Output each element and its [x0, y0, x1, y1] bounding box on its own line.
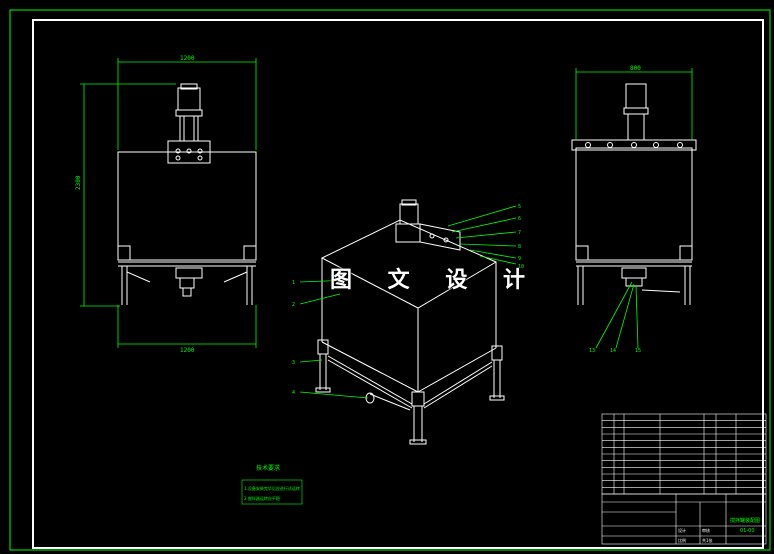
front-view [117, 83, 257, 305]
notes-line-2: 2.搅拌器运转应平稳 [244, 495, 280, 501]
title-scale: 比例 [678, 537, 686, 543]
title-sheet: 共1张 [702, 537, 713, 543]
outer-frame [9, 9, 771, 551]
title-designer: 设计 [678, 527, 686, 533]
iso-leader-9: 9 [518, 256, 521, 262]
side-view-dimensions [575, 68, 693, 349]
title-drawing-no: 01-00 [740, 528, 755, 534]
title-checker: 审核 [702, 527, 710, 533]
front-dim-left: 2300 [75, 175, 82, 190]
isometric-leaders [299, 205, 517, 399]
isometric-view [315, 199, 505, 445]
iso-leader-7: 7 [518, 230, 521, 236]
side-dim-top: 800 [630, 65, 641, 72]
front-dim-top: 1200 [180, 55, 195, 62]
notes-box [241, 479, 303, 505]
iso-leader-2: 2 [292, 302, 295, 308]
iso-leader-1: 1 [292, 280, 295, 286]
side-view [571, 83, 697, 305]
iso-leader-6: 6 [518, 216, 521, 222]
iso-leader-8: 8 [518, 244, 521, 250]
title-block [601, 493, 767, 545]
front-view-dimensions [80, 58, 257, 348]
inner-frame [32, 19, 764, 549]
notes-title: 技术要求 [256, 464, 280, 472]
notes-line-1: 1.设备安装完毕后应进行试运转 [244, 485, 300, 491]
front-dim-bottom: 1200 [180, 347, 195, 354]
iso-leader-3: 3 [292, 360, 295, 366]
iso-leader-5: 5 [518, 204, 521, 210]
iso-leader-10: 10 [518, 264, 524, 270]
side-leader-14: 14 [610, 348, 616, 354]
side-leader-13: 13 [589, 348, 595, 354]
parts-table [601, 413, 767, 495]
iso-leader-4: 4 [292, 390, 295, 396]
watermark-text: 图 文 设 计 [330, 268, 539, 293]
title-drawing-name: 搅拌罐装配图 [730, 517, 760, 524]
side-leader-15: 15 [635, 348, 641, 354]
